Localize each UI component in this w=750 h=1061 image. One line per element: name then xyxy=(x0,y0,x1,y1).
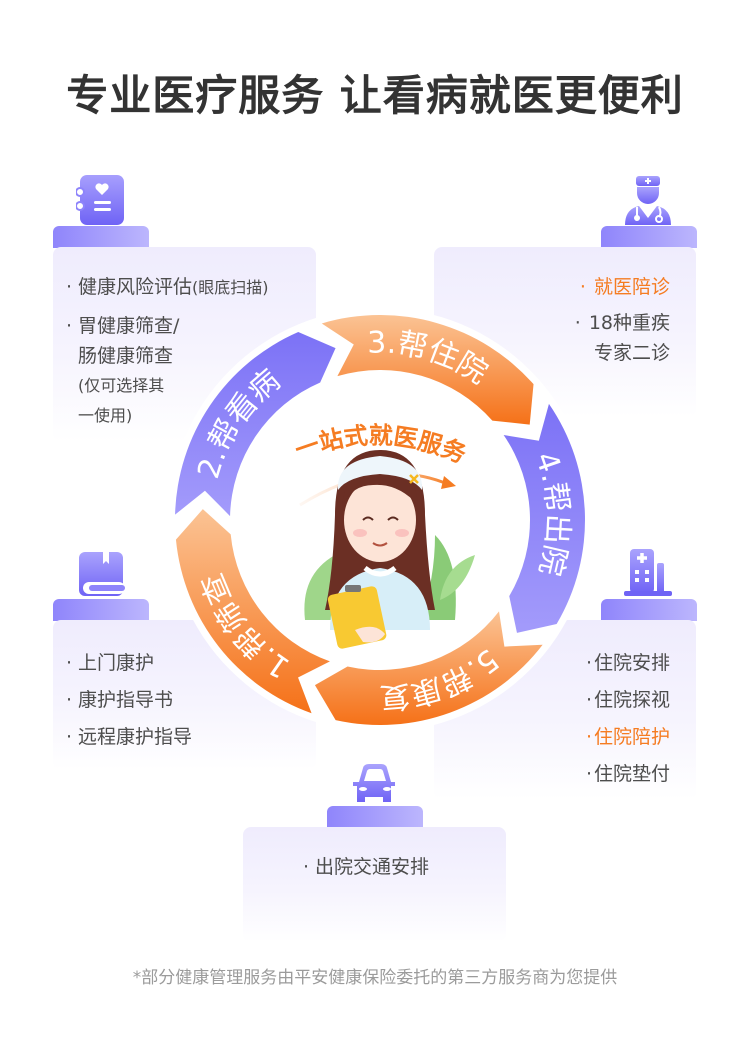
item-text: 康护指导书 xyxy=(78,689,174,711)
list-item: 住院探视 xyxy=(586,682,670,719)
step-segment-3 xyxy=(321,315,534,425)
screening-items: 健康风险评估(眼底扫描) 胃健康筛查/ 肠健康筛查 (仅可选择其 一使用) xyxy=(66,272,269,431)
item-text: 就医陪诊 xyxy=(593,276,670,298)
step-segment-4 xyxy=(503,403,585,633)
item-text: 住院安排 xyxy=(593,652,670,674)
card-tab xyxy=(327,806,423,828)
nurse-illustration-icon xyxy=(304,450,475,649)
list-item: 康护指导书 xyxy=(66,682,192,719)
book-icon xyxy=(79,552,129,602)
arrow-head-icon xyxy=(441,476,456,489)
card-tab xyxy=(53,226,149,248)
doctor-icon xyxy=(623,175,673,225)
hospital-items: 住院安排 住院探视 住院陪护 住院垫付 xyxy=(586,645,670,793)
list-item: 住院陪护 xyxy=(586,719,670,756)
hospital-building-icon xyxy=(624,547,674,597)
step-segment-2 xyxy=(175,332,336,517)
health-notebook-icon xyxy=(76,175,126,225)
car-icon xyxy=(349,760,399,810)
list-item: 胃健康筛查/ 肠健康筛查 (仅可选择其 一使用) xyxy=(66,311,269,431)
item-text: 上门康护 xyxy=(78,652,155,674)
card-tab xyxy=(601,599,697,621)
item-text: 健康风险评估 xyxy=(78,276,193,298)
item-text: 远程康护指导 xyxy=(78,726,193,748)
list-item: 住院垫付 xyxy=(586,756,670,793)
item-subtext: (眼底扫描) xyxy=(192,278,269,297)
discharge-items: 出院交通安排 xyxy=(303,852,429,882)
list-item: 远程康护指导 xyxy=(66,719,192,756)
list-item: 住院安排 xyxy=(586,645,670,682)
item-text: 住院陪护 xyxy=(593,726,670,748)
item-text: 住院探视 xyxy=(593,689,670,711)
item-text: 18种重疾 xyxy=(588,312,670,334)
item-text: 胃健康筛查/ xyxy=(78,315,180,337)
item-text: 出院交通安排 xyxy=(315,856,430,878)
list-item: 就医陪诊 xyxy=(575,272,670,302)
item-subtext: 一使用) xyxy=(78,406,133,425)
list-item: 出院交通安排 xyxy=(303,852,429,882)
rehab-items: 上门康护 康护指导书 远程康护指导 xyxy=(66,645,192,756)
item-text-cont: 肠健康筛查 xyxy=(78,345,174,367)
list-item: 健康风险评估(眼底扫描) xyxy=(66,272,269,303)
card-tab xyxy=(601,226,697,248)
list-item: 上门康护 xyxy=(66,645,192,682)
item-subtext: (仅可选择其 xyxy=(78,376,165,395)
footer-disclaimer: *部分健康管理服务由平安健康保险委托的第三方服务商为您提供 xyxy=(132,968,618,988)
step-segment-1 xyxy=(175,509,330,714)
card-discharge xyxy=(243,827,506,942)
item-text: 住院垫付 xyxy=(593,763,670,785)
item-text-cont: 专家二诊 xyxy=(593,342,670,364)
step-segment-5 xyxy=(314,611,543,725)
card-tab xyxy=(53,599,149,621)
page-title: 专业医疗服务 让看病就医更便利 xyxy=(66,71,684,120)
list-item: 18种重疾 专家二诊 xyxy=(575,308,670,368)
doctor-items: 就医陪诊 18种重疾 专家二诊 xyxy=(575,272,670,368)
